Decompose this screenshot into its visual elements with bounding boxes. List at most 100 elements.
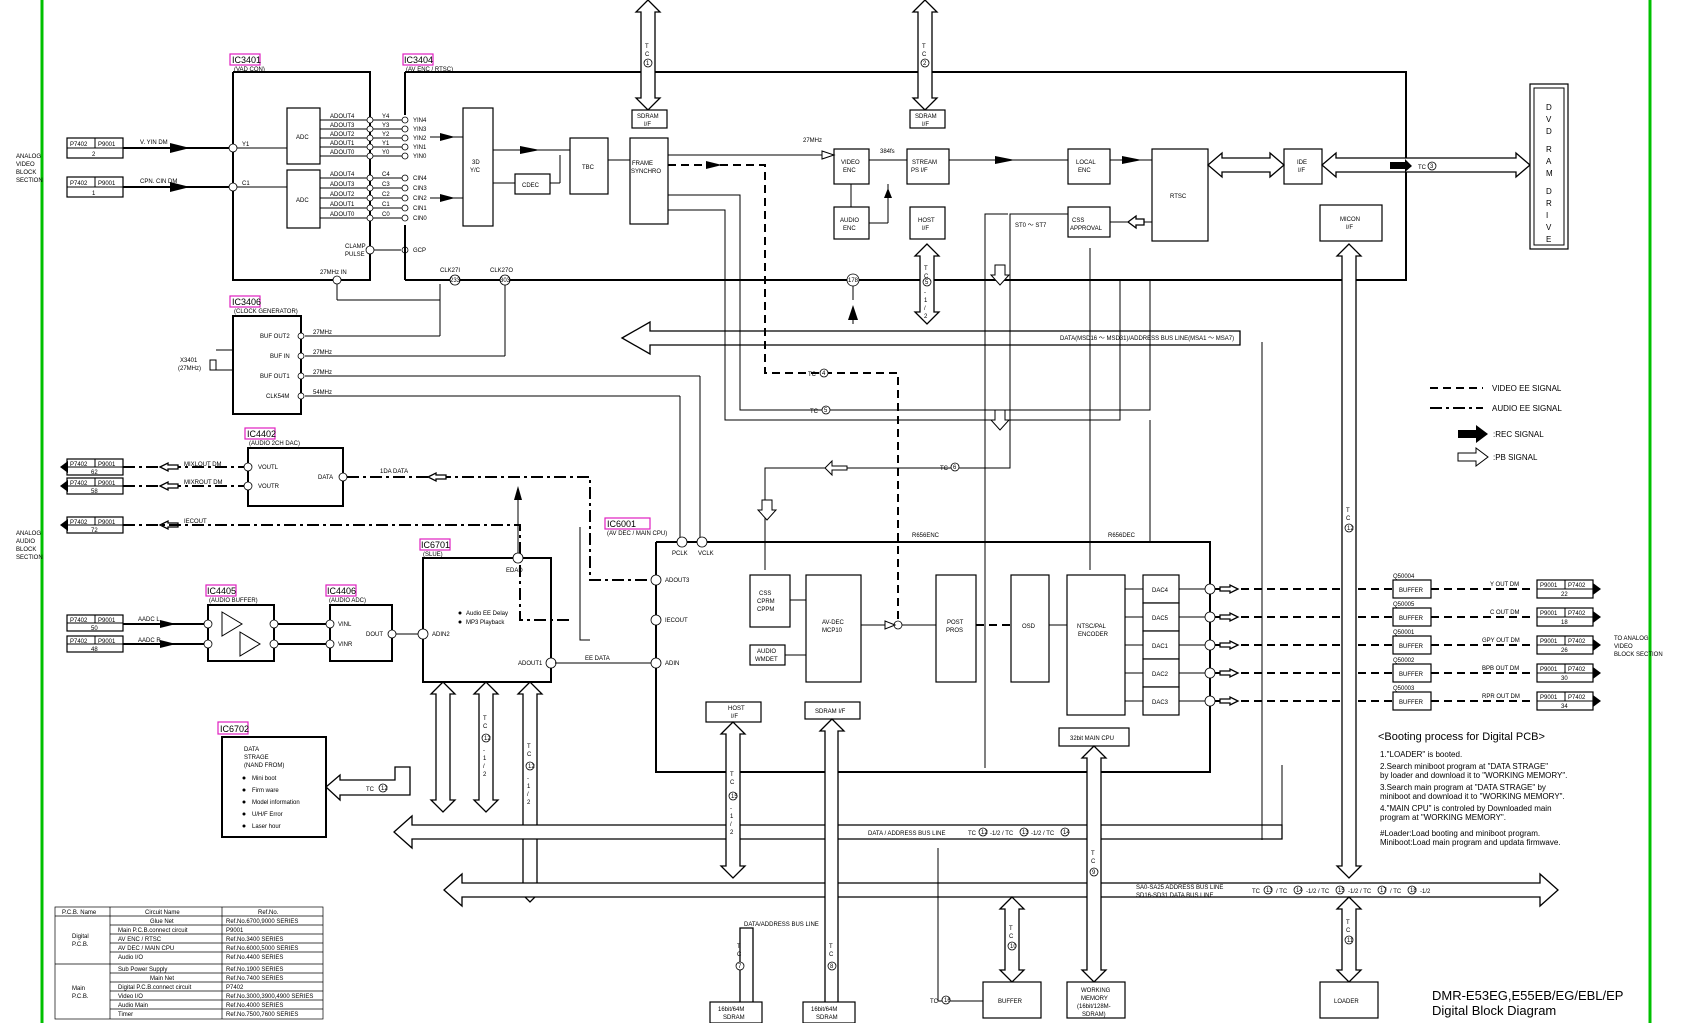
- svg-text:6: 6: [953, 465, 957, 471]
- tc1-bus: TC 1: [634, 0, 662, 111]
- svg-text:MICON: MICON: [1340, 217, 1360, 223]
- data-bus-msd: [620, 320, 1241, 356]
- svg-text:CIN1: CIN1: [413, 206, 427, 212]
- local-enc-block: [1067, 148, 1111, 185]
- svg-text:BUFFER: BUFFER: [998, 999, 1023, 1005]
- svg-text:TC: TC: [940, 466, 949, 472]
- svg-text:SD16-SD31 DATA BUS LINE: SD16-SD31 DATA BUS LINE: [1136, 893, 1213, 899]
- ic4406-block: IC4406 (AUDIO ADC) VINL VINR DOUT: [325, 584, 397, 662]
- svg-text:X3401: X3401: [180, 358, 198, 364]
- ic6701-block: IC6701 (SLUE) EDAD ADIN2 ADOUT1 Audio EE…: [417, 538, 557, 683]
- svg-text:ENC: ENC: [1078, 168, 1091, 174]
- svg-text:27MHz: 27MHz: [313, 330, 332, 336]
- svg-text:TC: TC: [1252, 889, 1261, 895]
- svg-text:YIN3: YIN3: [413, 127, 427, 133]
- svg-text:DAC5: DAC5: [1152, 616, 1169, 622]
- svg-text:P9001: P9001: [226, 928, 244, 934]
- svg-text:12: 12: [1347, 526, 1354, 532]
- stream-psif-block: [906, 148, 950, 185]
- svg-text:-1/2 / TC: -1/2 / TC: [1306, 889, 1330, 895]
- svg-text:BLOCK: BLOCK: [16, 170, 36, 176]
- signal-cout: C OUT DM: [1490, 610, 1520, 616]
- svg-text:CIN0: CIN0: [413, 216, 427, 222]
- svg-text:#Loader:Load booting and minib: #Loader:Load booting and miniboot progra…: [1380, 829, 1540, 838]
- svg-text:16bit/64M: 16bit/64M: [718, 1007, 744, 1013]
- svg-text:MEMORY: MEMORY: [1081, 996, 1108, 1002]
- svg-text:2: 2: [483, 772, 487, 778]
- tbc-block: [569, 137, 609, 195]
- svg-text:miniboot and download it to "W: miniboot and download it to "WORKING MEM…: [1380, 792, 1565, 801]
- svg-text:R: R: [1546, 145, 1552, 154]
- svg-text:P9001: P9001: [1540, 611, 1558, 617]
- svg-text:T: T: [527, 744, 531, 750]
- data-address-bus-label: DATA / ADDRESS BUS LINE: [868, 831, 945, 837]
- video-output-lines: BUFFER BUFFER BUFFER BUFFER BUFFER Q5000…: [1215, 574, 1530, 711]
- svg-text:27MHz IN: 27MHz IN: [320, 270, 347, 276]
- svg-text:5: 5: [824, 408, 828, 414]
- svg-text:-1/2 / TC: -1/2 / TC: [1348, 889, 1372, 895]
- svg-text:I/F: I/F: [731, 714, 738, 720]
- svg-text:D: D: [1546, 103, 1552, 112]
- svg-text:P9001: P9001: [98, 520, 116, 526]
- svg-text:(16bit/128M-: (16bit/128M-: [1077, 1004, 1111, 1010]
- svg-text:P.C.B. Name: P.C.B. Name: [62, 910, 97, 916]
- svg-text:by loader and download it to ": by loader and download it to "WORKING ME…: [1380, 771, 1567, 780]
- ic6001-block: IC6001 (AV DEC / MAIN CPU) PCLK VCLK ADO…: [604, 517, 1211, 773]
- svg-text:PULSE: PULSE: [345, 252, 365, 258]
- svg-text:CIN3: CIN3: [413, 186, 427, 192]
- svg-text:(CLOCK GENERATOR): (CLOCK GENERATOR): [234, 309, 298, 315]
- svg-text:5: 5: [925, 280, 929, 286]
- svg-text:Mini boot: Mini boot: [252, 776, 277, 782]
- svg-text:Laser hour: Laser hour: [252, 824, 281, 830]
- svg-text:V: V: [1546, 115, 1552, 124]
- svg-text:16: 16: [944, 998, 951, 1004]
- svg-text:ST0 〜 ST7: ST0 〜 ST7: [1015, 223, 1047, 229]
- svg-text:CSS: CSS: [759, 591, 771, 597]
- svg-text:TC: TC: [1418, 165, 1427, 171]
- svg-text:13: 13: [1266, 888, 1273, 894]
- svg-text:T: T: [1346, 920, 1350, 926]
- svg-text:CLK27I: CLK27I: [440, 268, 460, 274]
- svg-text:SDRAM): SDRAM): [1082, 1012, 1106, 1018]
- svg-text:13: 13: [1022, 830, 1029, 836]
- signal-gpy: GPY OUT DM: [1482, 638, 1520, 644]
- svg-text:3D: 3D: [472, 160, 480, 166]
- svg-text:P9001: P9001: [1540, 583, 1558, 589]
- svg-text:CSS: CSS: [1072, 218, 1084, 224]
- svg-text:ADIN: ADIN: [665, 661, 679, 667]
- svg-text:(AV ENC / RTSC): (AV ENC / RTSC): [406, 67, 453, 73]
- svg-text:233: 233: [450, 278, 461, 284]
- svg-text:CIN4: CIN4: [413, 176, 427, 182]
- svg-text:(AUDIO BUFFER): (AUDIO BUFFER): [209, 598, 258, 604]
- svg-text:Ref.No.3000,3900,4900 SERIES: Ref.No.3000,3900,4900 SERIES: [226, 994, 313, 1000]
- svg-text:DAC3: DAC3: [1152, 700, 1169, 706]
- svg-text:-: -: [730, 806, 732, 812]
- svg-text:P7402: P7402: [70, 520, 88, 526]
- svg-text:VIDEO: VIDEO: [841, 160, 860, 166]
- svg-text:P7402: P7402: [1568, 611, 1586, 617]
- frame-synchro-block: [629, 137, 669, 225]
- svg-text:18: 18: [1561, 620, 1568, 626]
- svg-text:IC3401: IC3401: [232, 55, 261, 65]
- svg-text:BUFFER: BUFFER: [1399, 644, 1424, 650]
- ic3406-block: IC3406 (CLOCK GENERATOR) BUF OUT2 BUF IN…: [178, 295, 305, 415]
- svg-text:Glue Net: Glue Net: [150, 919, 174, 925]
- tc12-bus: TC 12: [1335, 243, 1363, 879]
- svg-text:AV ENC / RTSC: AV ENC / RTSC: [118, 937, 162, 943]
- svg-text:I/F: I/F: [1346, 225, 1353, 231]
- svg-text:26: 26: [1561, 648, 1568, 654]
- svg-text:DAC2: DAC2: [1152, 672, 1169, 678]
- svg-text:P7402: P7402: [1568, 667, 1586, 673]
- svg-text:LOCAL: LOCAL: [1076, 160, 1096, 166]
- svg-text:ADOUT3: ADOUT3: [330, 123, 355, 129]
- svg-text:3: 3: [1430, 164, 1434, 170]
- svg-text:CLK54M: CLK54M: [266, 394, 289, 400]
- sdram-if-2: [909, 109, 946, 129]
- svg-text:12: 12: [381, 786, 388, 792]
- svg-text:IC4405: IC4405: [207, 586, 236, 596]
- svg-text:27MHz: 27MHz: [313, 350, 332, 356]
- svg-text:Audio I/O: Audio I/O: [118, 955, 143, 961]
